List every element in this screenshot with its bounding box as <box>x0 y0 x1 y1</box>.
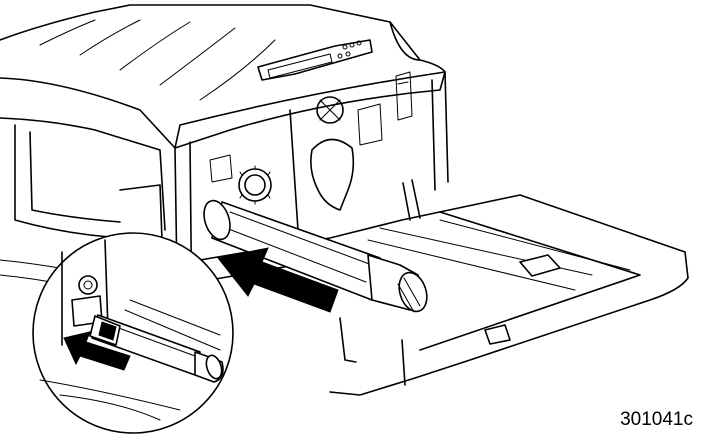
figure-reference-code: 301041c <box>620 409 693 430</box>
drive-gear <box>209 154 272 205</box>
inset-insertion-arrow <box>63 331 131 371</box>
insertion-arrow <box>217 247 339 313</box>
toner-lock-lever <box>310 96 383 211</box>
printer-top-cover <box>0 4 446 149</box>
printer-front-door <box>199 179 689 396</box>
inset-toner-cartridge <box>89 314 224 383</box>
printer-control-panel <box>257 39 373 81</box>
toner-cartridge <box>203 199 428 313</box>
